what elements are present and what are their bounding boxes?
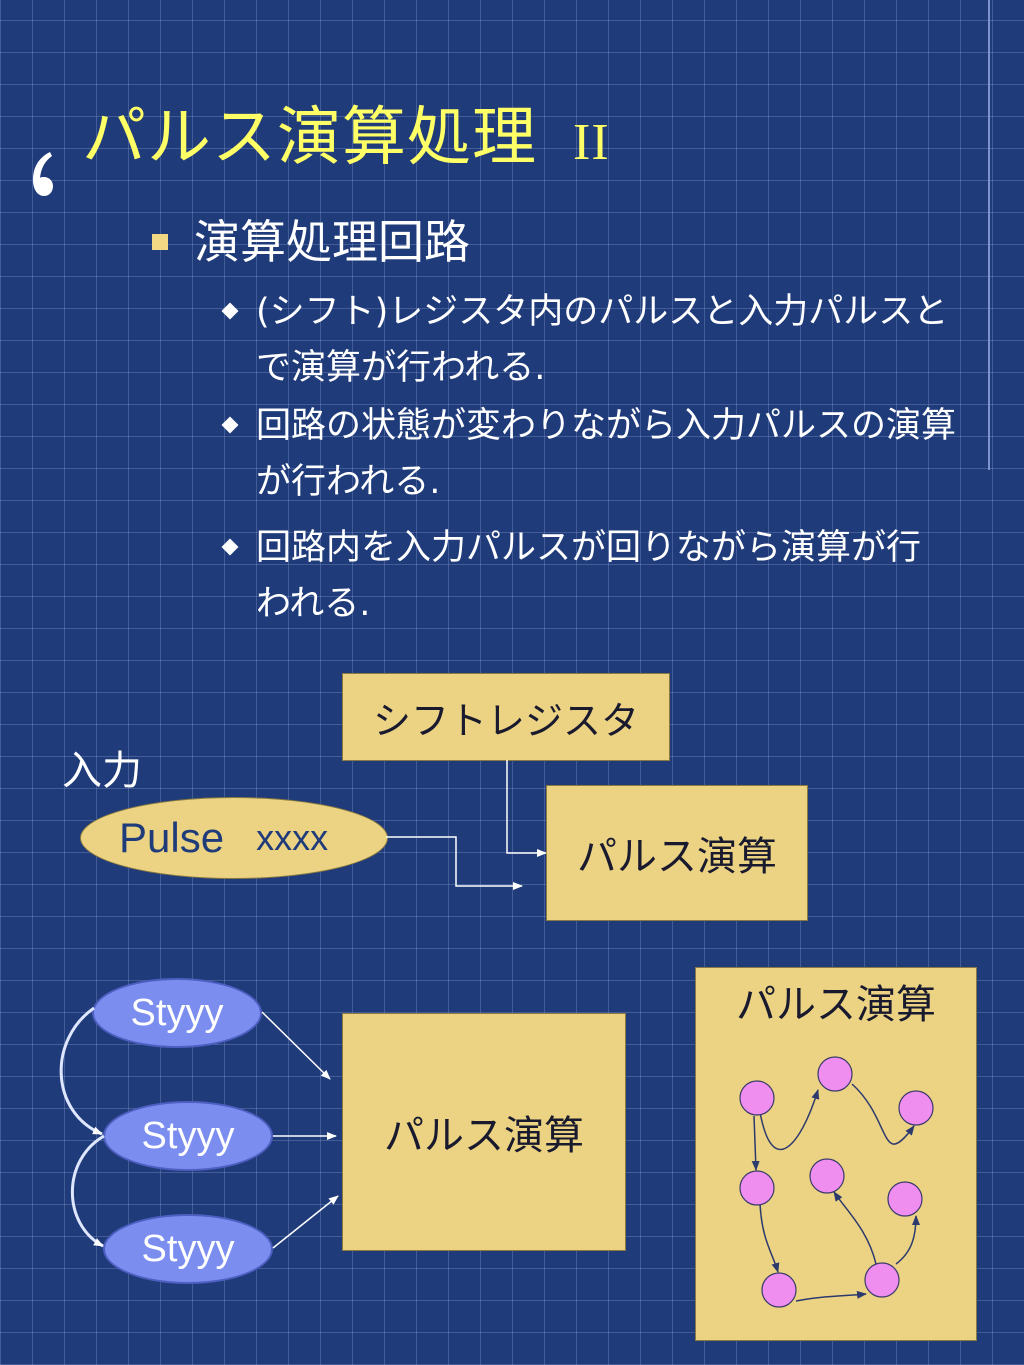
connector-shift-to-op bbox=[506, 760, 547, 857]
graph-node-h bbox=[887, 1181, 923, 1217]
state-label: Styyy bbox=[141, 1114, 235, 1157]
pulse-op-panel: パルス演算 bbox=[695, 967, 977, 1341]
pulse-op-label: パルス演算 bbox=[384, 1113, 584, 1159]
pulse-code: xxxx bbox=[256, 817, 329, 858]
bullet-level2-2: 回路の状態が変わりながら入力パルスの演算が行われる. bbox=[221, 398, 956, 510]
connector-pulse-to-op bbox=[386, 836, 523, 890]
transition-1-to-2 bbox=[59, 1006, 103, 1136]
slide-title: パルス演算処理 II bbox=[82, 86, 610, 178]
edge-g-to-h bbox=[895, 1215, 920, 1265]
transition-2-to-3 bbox=[71, 1134, 105, 1248]
pulse-op-box-top: パルス演算 bbox=[546, 785, 808, 921]
state-label: Styyy bbox=[130, 991, 224, 1034]
title-suffix: II bbox=[573, 114, 610, 171]
graph-node-b bbox=[817, 1056, 853, 1092]
state-node-1: Styyy bbox=[92, 978, 262, 1048]
bullet-level1-text: 演算処理回路 bbox=[194, 215, 470, 269]
edge-f-to-g bbox=[795, 1290, 867, 1302]
edge-g-to-e bbox=[833, 1191, 877, 1265]
title-main: パルス演算処理 bbox=[82, 101, 537, 173]
edge-d-to-f bbox=[759, 1203, 780, 1273]
bullet-level2-text: 回路の状態が変わりながら入力パルスの演算が行われる. bbox=[256, 406, 957, 502]
input-label: 入力 bbox=[62, 748, 142, 794]
shift-register-box: シフトレジスタ bbox=[342, 673, 670, 761]
state-label: Styyy bbox=[141, 1227, 235, 1270]
connector-state3-to-op bbox=[272, 1195, 339, 1249]
state-node-3: Styyy bbox=[103, 1214, 273, 1284]
graph-node-d bbox=[739, 1170, 775, 1206]
graph-node-g bbox=[864, 1262, 900, 1298]
bullet-level2-1: (シフト)レジスタ内のパルスと入力パルスとで演算が行われる. bbox=[221, 284, 952, 396]
graph-node-f bbox=[761, 1272, 797, 1308]
connector-state1-to-op bbox=[261, 1011, 331, 1080]
graph-node-a bbox=[739, 1080, 775, 1116]
pulse-word: Pulse bbox=[119, 814, 225, 861]
shift-register-label: シフトレジスタ bbox=[372, 698, 639, 743]
pulse-op-box-bottom: パルス演算 bbox=[342, 1013, 626, 1251]
edge-b-to-c bbox=[851, 1083, 915, 1145]
pulse-op-panel-label: パルス演算 bbox=[736, 982, 936, 1028]
bullet-level2-3: 回路内を入力パルスが回りながら演算が行われる. bbox=[221, 520, 952, 632]
square-bullet-icon bbox=[152, 234, 168, 250]
graph-node-e bbox=[809, 1158, 845, 1194]
edge-a-to-d bbox=[751, 1115, 760, 1171]
pulse-op-label: パルス演算 bbox=[577, 834, 777, 880]
bullet-level2-text: (シフト)レジスタ内のパルスと入力パルスとで演算が行われる. bbox=[256, 292, 949, 388]
quote-mark-icon bbox=[33, 152, 53, 196]
pulse-input-ellipse: Pulse xxxx bbox=[80, 797, 388, 879]
bullet-level2-text: 回路内を入力パルスが回りながら演算が行われる. bbox=[256, 528, 922, 624]
right-edge-rule bbox=[988, 0, 990, 470]
graph-node-c bbox=[898, 1090, 934, 1126]
edge-a-to-b bbox=[759, 1089, 820, 1151]
